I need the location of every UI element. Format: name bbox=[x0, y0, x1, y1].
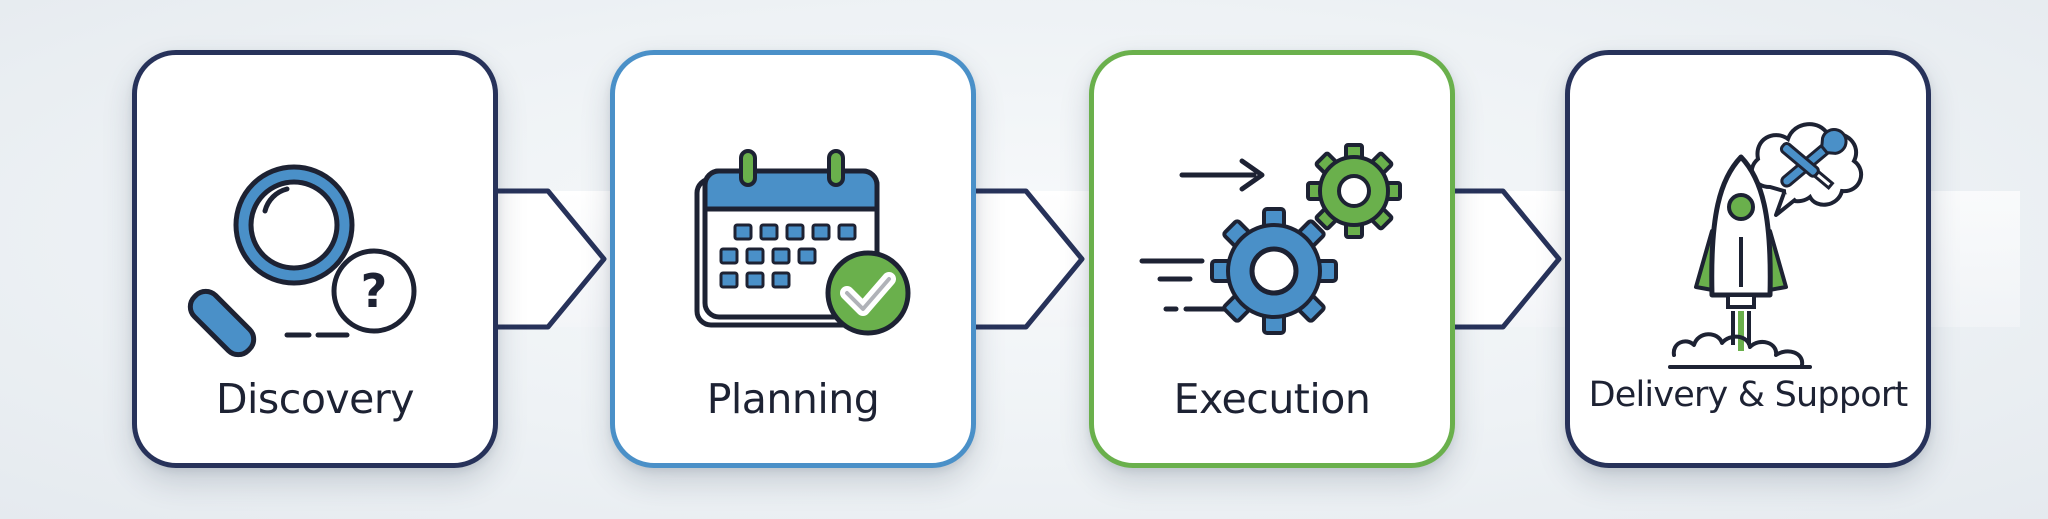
step-label-execution: Execution bbox=[1173, 375, 1371, 423]
step-label-delivery-support: Delivery & Support bbox=[1588, 375, 1909, 415]
rocket-wrench-icon bbox=[1668, 122, 1864, 369]
step-card-delivery-support: Delivery & Support bbox=[1565, 50, 1931, 468]
step-label-discovery: Discovery bbox=[215, 375, 415, 423]
calendar-check-icon bbox=[694, 149, 911, 336]
gears-icon bbox=[1139, 143, 1402, 335]
arrow-1 bbox=[495, 188, 607, 330]
step-card-planning: Planning bbox=[610, 50, 976, 468]
magnifier-question-icon: ? bbox=[187, 164, 417, 358]
step-card-execution: Execution bbox=[1089, 50, 1455, 468]
step-label-planning: Planning bbox=[706, 375, 880, 423]
arrow-3 bbox=[1451, 188, 1562, 330]
step-card-discovery: ? Discovery bbox=[132, 50, 498, 468]
question-mark-text: ? bbox=[361, 264, 388, 318]
arrow-2 bbox=[973, 188, 1085, 330]
rocket bbox=[1694, 154, 1788, 351]
